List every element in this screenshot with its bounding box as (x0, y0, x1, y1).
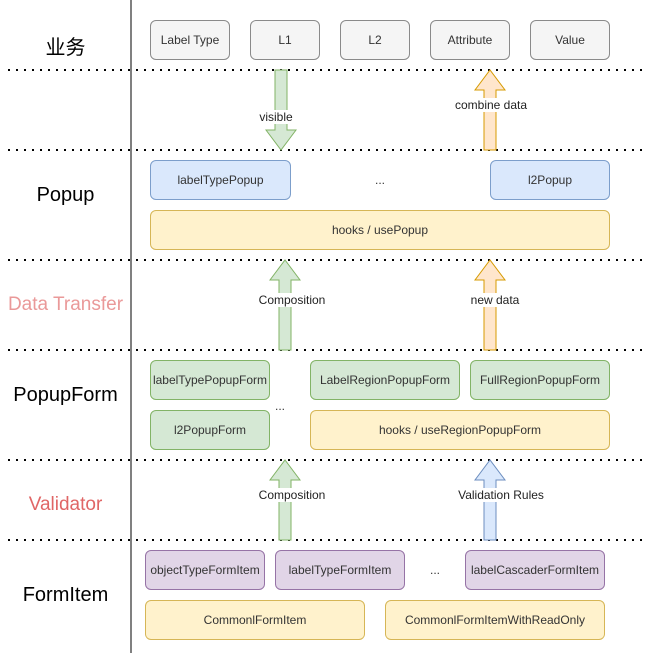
layer-label-business: 业务 (45, 36, 86, 59)
popup-form-hooks: hooks / useRegionPopupForm (310, 410, 610, 450)
composition-arrow-1-label: Composition (256, 293, 328, 307)
business-item-l1: L1 (250, 20, 320, 60)
popup-form-ellipsis: ... (274, 399, 285, 413)
label-region-popup-form: LabelRegionPopupForm (310, 360, 460, 400)
business-item-value: Value (530, 20, 610, 60)
common-form-item-read-only: CommonlFormItemWithReadOnly (385, 600, 605, 640)
l2-popup: l2Popup (490, 160, 610, 200)
layer-label-form-item: FormItem (22, 583, 109, 606)
business-item-label-type: Label Type (150, 20, 230, 60)
popup-ellipsis: ... (374, 173, 385, 187)
business-item-attribute: Attribute (430, 20, 510, 60)
full-region-popup-form: FullRegionPopupForm (470, 360, 610, 400)
business-item-l2: L2 (340, 20, 410, 60)
object-type-form-item: objectTypeFormItem (145, 550, 265, 590)
popup-hooks: hooks / usePopup (150, 210, 610, 250)
new-data-arrow-label: new data (468, 293, 522, 307)
layer-label-popup: Popup (36, 183, 95, 206)
form-item-ellipsis: ... (429, 563, 440, 577)
combine-data-arrow-label: combine data (452, 98, 530, 112)
composition-arrow-2-label: Composition (256, 488, 328, 502)
label-cascader-form-item: labelCascaderFormItem (465, 550, 605, 590)
label-type-popup: labelTypePopup (150, 160, 291, 200)
label-type-popup-form: labelTypePopupForm (150, 360, 270, 400)
label-type-form-item: labelTypeFormItem (275, 550, 405, 590)
common-form-item: CommonlFormItem (145, 600, 365, 640)
visible-arrow-label: visible (257, 110, 295, 124)
validation-rules-arrow-label: Validation Rules (456, 488, 546, 502)
l2-popup-form: l2PopupForm (150, 410, 270, 450)
layer-label-data-transfer: Data Transfer (7, 294, 124, 315)
layer-label-validator: Validator (28, 494, 103, 515)
layer-label-popup-form: PopupForm (13, 383, 118, 406)
